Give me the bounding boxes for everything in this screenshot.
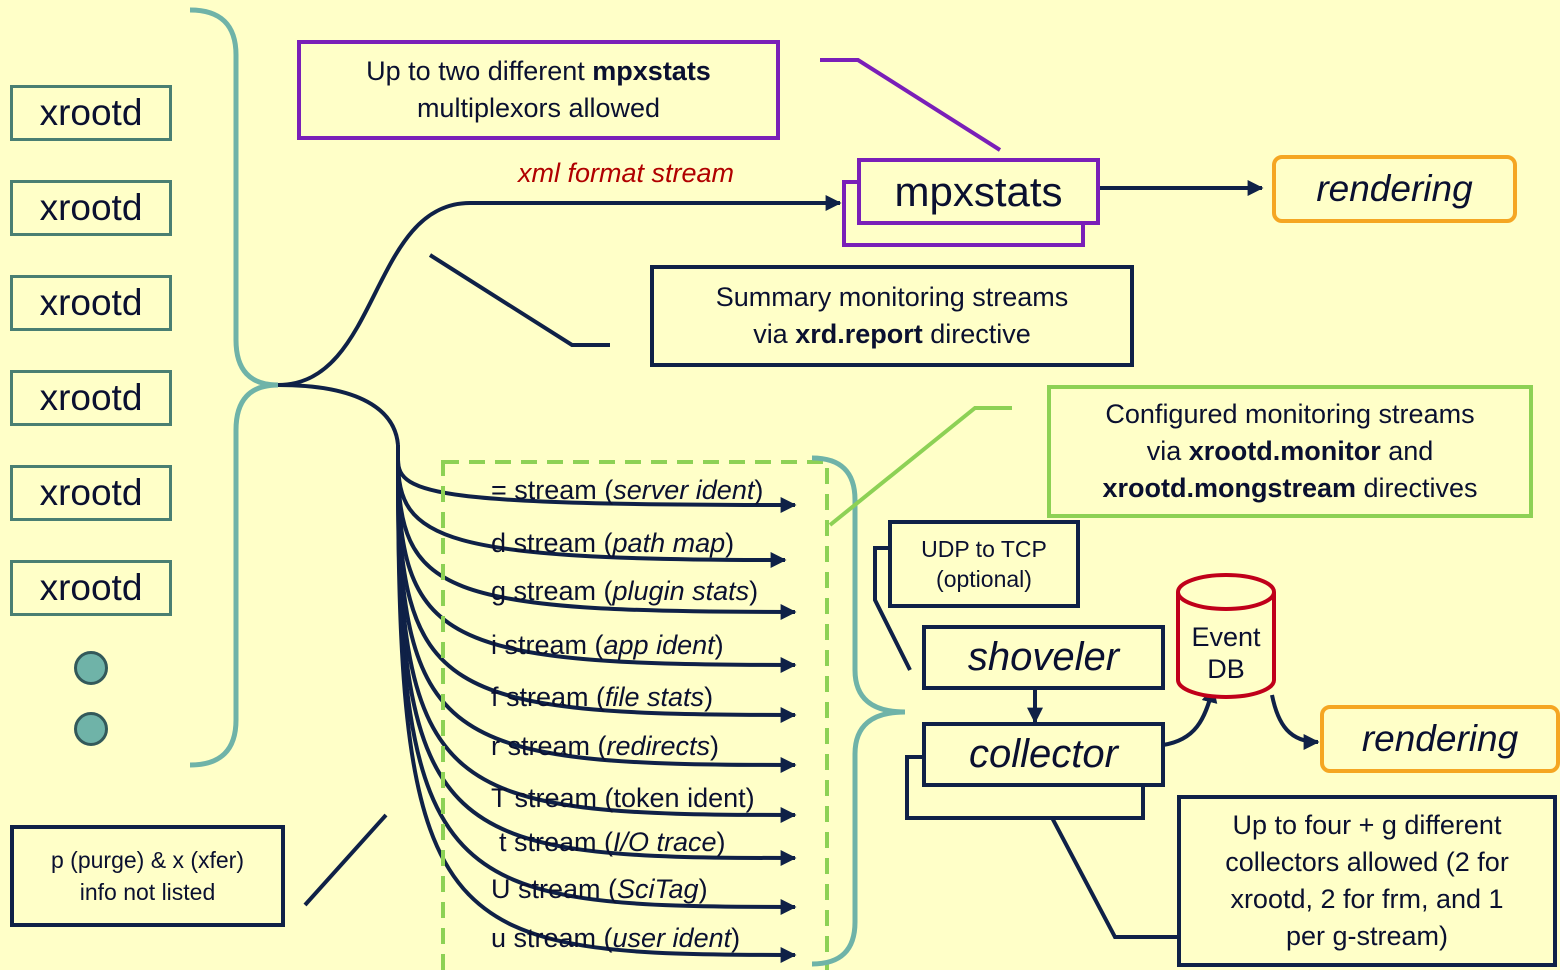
- mpxstats-box: mpxstats: [857, 158, 1100, 225]
- shoveler-box: shoveler: [922, 625, 1165, 690]
- shoveler-shadow-line: [873, 546, 912, 671]
- db-to-rendering-arrow: [1270, 694, 1320, 750]
- collectors-note-pointer: [1038, 794, 1178, 939]
- xrootd-server: xrootd: [10, 85, 172, 141]
- stream-group-brace: [811, 455, 906, 967]
- stream-label: u stream (user ident): [491, 923, 741, 953]
- stream-label: = stream (server ident): [491, 475, 764, 505]
- xml-stream-label: xml format stream: [518, 158, 735, 188]
- collectors-note: Up to four + g different collectors allo…: [1177, 795, 1557, 967]
- stream-label: T stream (token ident): [491, 783, 755, 813]
- xrootd-server: xrootd: [10, 370, 172, 426]
- purge-note: p (purge) & x (xfer) info not listed: [10, 825, 285, 927]
- ellipsis-dot: [74, 651, 108, 685]
- stream-group-dashed-box: [441, 460, 829, 970]
- summary-pointer: [428, 253, 610, 347]
- mpx-note-pointer: [820, 58, 1002, 152]
- stream-label: f stream (file stats): [491, 682, 714, 712]
- purge-note-pointer: [303, 813, 388, 907]
- summary-note: Summary monitoring streams via xrd.repor…: [650, 265, 1134, 367]
- stream-label: g stream (plugin stats): [491, 576, 759, 606]
- server-group-brace: [189, 7, 279, 768]
- xrootd-server: xrootd: [10, 180, 172, 236]
- udp-note: UDP to TCP (optional): [888, 520, 1080, 608]
- event-db-cylinder: [1176, 573, 1276, 699]
- xrootd-server: xrootd: [10, 560, 172, 616]
- configured-note: Configured monitoring streams via xrootd…: [1047, 385, 1533, 518]
- xrootd-server: xrootd: [10, 275, 172, 331]
- stream-label: U stream (SciTag): [491, 874, 708, 904]
- stream-label: t stream (I/O trace): [499, 827, 726, 857]
- configured-stream-branch: [277, 383, 400, 446]
- rendering-box: rendering: [1272, 155, 1517, 223]
- stream-label: i stream (app ident): [491, 630, 724, 660]
- mpx-note: Up to two different mpxstats multiplexor…: [297, 40, 780, 140]
- collector-box: collector: [922, 722, 1165, 787]
- xrootd-server: xrootd: [10, 465, 172, 521]
- xml-stream-arrow: [277, 195, 842, 387]
- stream-label: d stream (path map): [491, 528, 735, 558]
- ellipsis-dot: [74, 712, 108, 746]
- configured-note-pointer: [828, 406, 1012, 527]
- event-db-label: Event DB: [1191, 622, 1261, 684]
- stream-fan-arrows: [396, 445, 797, 963]
- rendering-db-box: rendering: [1320, 705, 1560, 773]
- stream-label: r stream (redirects): [491, 731, 720, 761]
